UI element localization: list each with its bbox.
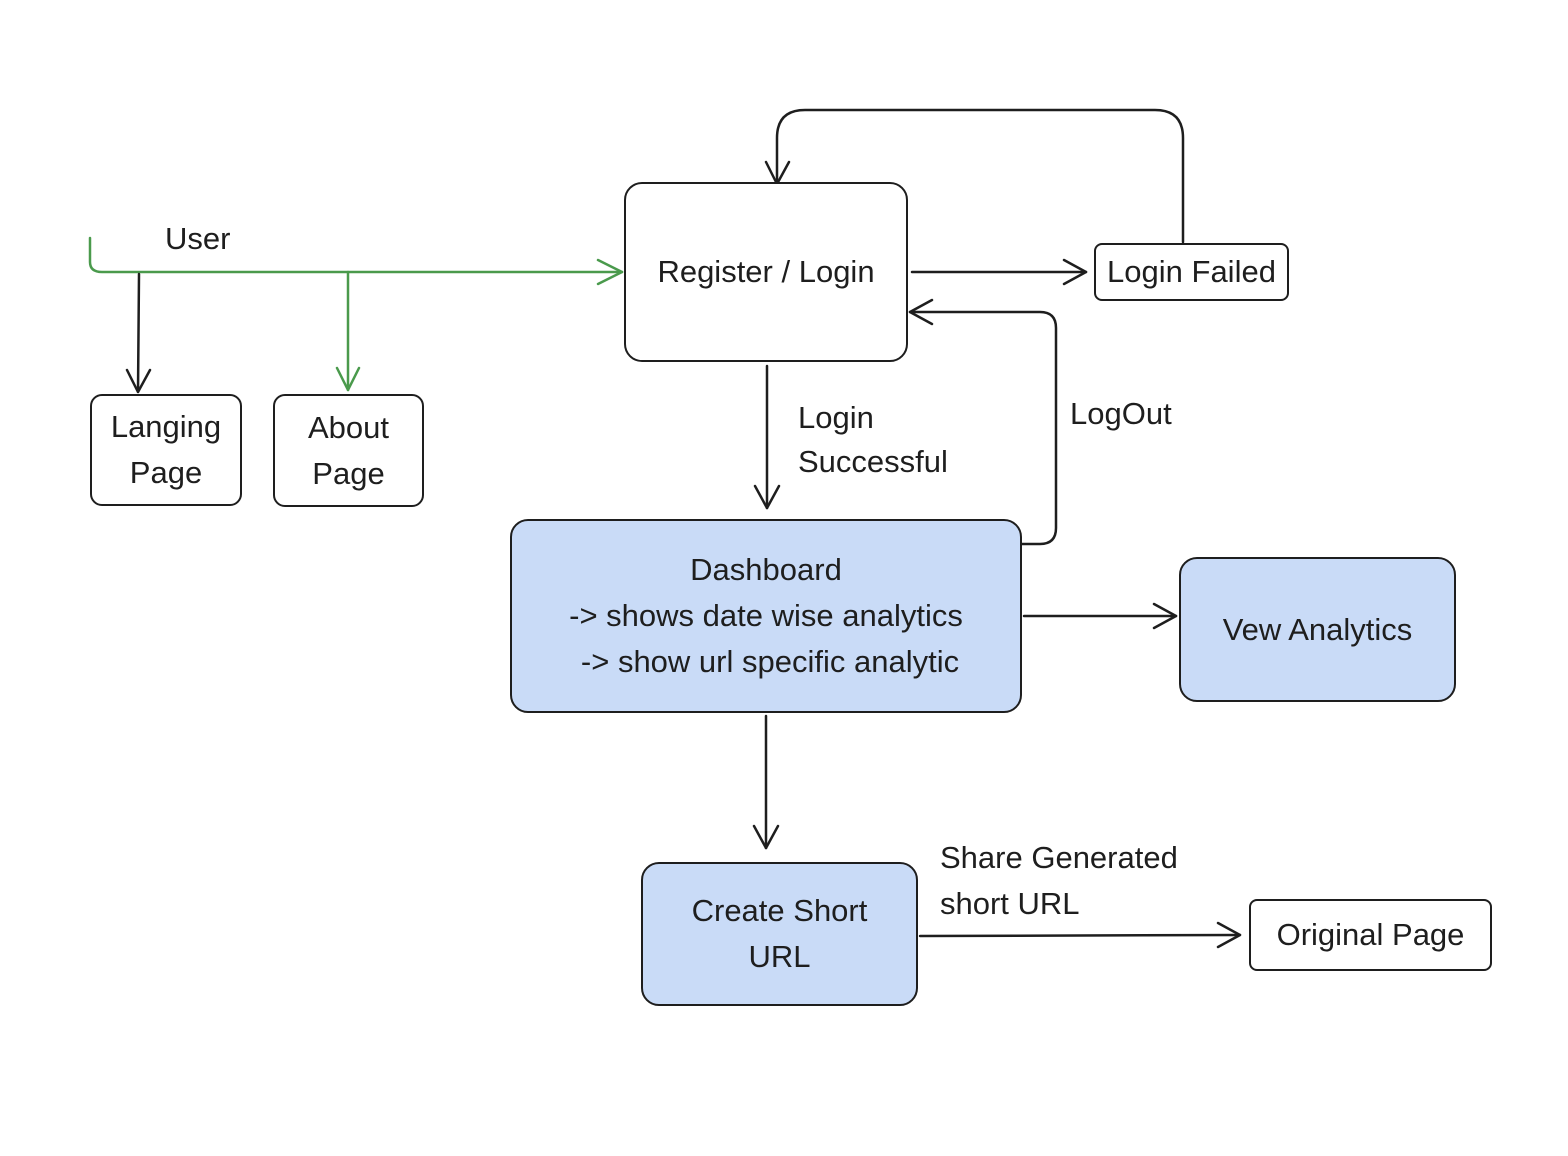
share-url-arrowhead (1216, 921, 1242, 949)
view-analytics-arrowhead (1152, 602, 1178, 630)
landing-page-arrow (136, 272, 141, 394)
about-page-label-line2: Page (312, 455, 385, 491)
view-analytics-label: Vew Analytics (1222, 611, 1413, 647)
landing-page-arrowhead (125, 368, 152, 394)
landing-page-label-line1: Langing (110, 409, 222, 444)
about-page-arrowhead (335, 366, 361, 392)
login-failed-arrowhead (1062, 258, 1088, 286)
login-failed-node: Login Failed (1094, 243, 1289, 301)
login-successful-arrowhead (753, 484, 781, 510)
logout-arrow (908, 310, 1058, 546)
login-failed-label: Login Failed (1107, 254, 1276, 289)
login-successful-label: Login Successful (798, 396, 948, 484)
retry-loop-arrow (775, 108, 1185, 244)
share-url-arrow (918, 933, 1242, 938)
view-analytics-node: Vew Analytics (1179, 557, 1456, 702)
about-page-node: About Page (273, 394, 424, 507)
dashboard-node: Dashboard -> shows date wise analytics -… (510, 519, 1022, 713)
dashboard-title: Dashboard (690, 552, 842, 587)
create-short-url-node: Create Short URL (641, 862, 918, 1006)
original-page-node: Original Page (1249, 899, 1492, 971)
landing-page-label-line2: Page (129, 455, 203, 490)
register-login-label: Register / Login (657, 254, 875, 289)
login-successful-line1: Login (798, 400, 874, 435)
user-label: User (165, 221, 231, 256)
dashboard-point-date-analytics: -> shows date wise analytics (569, 598, 963, 633)
create-short-url-label-line1: Create Short (691, 893, 868, 928)
about-page-label-line1: About (307, 409, 389, 445)
landing-page-node: Langing Page (90, 394, 242, 506)
login-successful-line2: Successful (798, 444, 948, 479)
logout-label: LogOut (1070, 396, 1172, 431)
original-page-label: Original Page (1276, 917, 1465, 952)
register-login-node: Register / Login (624, 182, 908, 362)
dashboard-point-url-analytics: -> show url specific analytic (580, 644, 960, 679)
user-flow-arrow (88, 236, 624, 274)
share-url-line1: Share Generated (940, 840, 1178, 875)
create-url-arrowhead (752, 824, 780, 850)
share-url-line2: short URL (940, 886, 1080, 921)
user-flow-arrowhead (596, 258, 624, 286)
create-short-url-label-line2: URL (748, 939, 811, 974)
share-url-label: Share Generated short URL (940, 835, 1178, 927)
logout-arrowhead (908, 298, 934, 326)
